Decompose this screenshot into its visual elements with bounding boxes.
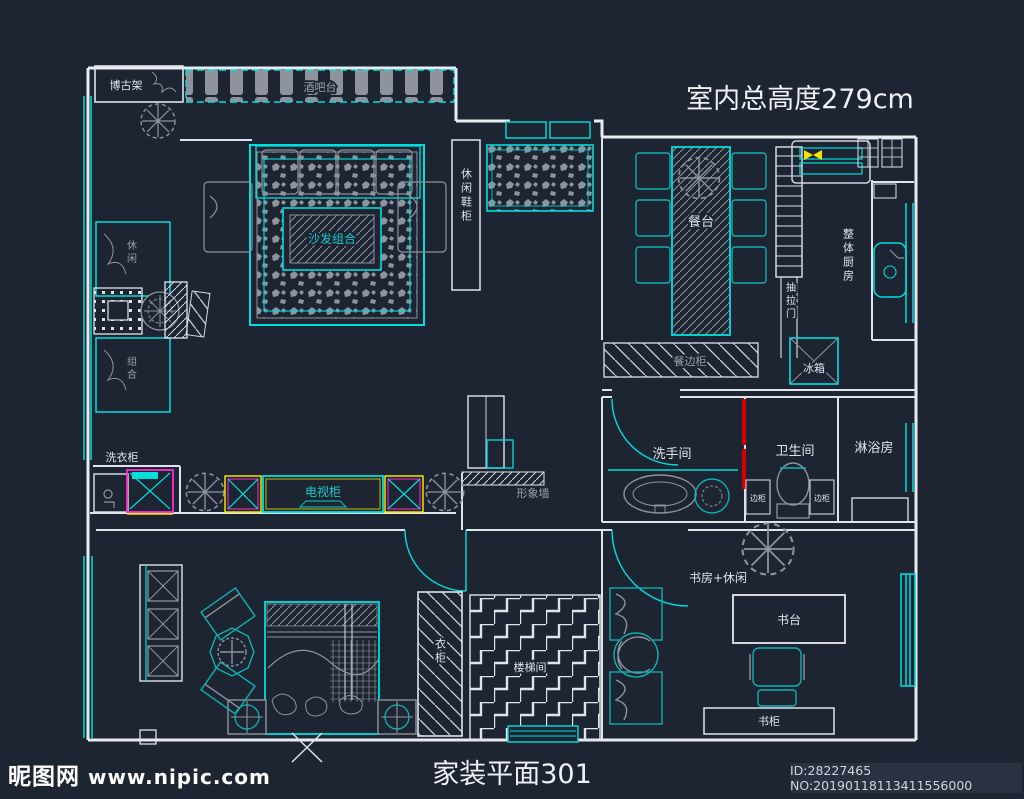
plant-icon (185, 472, 225, 512)
column-hatched (164, 281, 211, 339)
cabinet-right-label: 边柜 (814, 493, 830, 503)
stairwell: 楼梯间 (469, 594, 601, 743)
interior-walls (90, 137, 916, 740)
lounge-chair-top-label: 休闲 (125, 240, 137, 266)
dining-area: 餐台 餐边柜 抽拉门 (603, 146, 803, 378)
fridge-label: 冰箱 (803, 361, 825, 375)
tv-wall: 洗衣柜 电视柜 (93, 450, 465, 515)
sideboard-label: 餐边柜 (674, 354, 707, 368)
lounge-chair-bottom-label: 组合 (125, 355, 137, 382)
toilet-wall-red-marks (742, 399, 746, 489)
desk-label: 书台 (777, 612, 801, 627)
feature-wall-label: 形象墙 (517, 486, 550, 500)
display-shelf-label: 博古架 (110, 79, 143, 92)
pull-door: 抽拉门 (775, 146, 803, 358)
bar-counter-label: 酒吧台 (304, 80, 337, 94)
windows (83, 96, 916, 738)
tv-side-cabinet-right (384, 475, 424, 513)
washroom-label: 洗手间 (652, 447, 691, 462)
bar-counter: 酒吧台 (185, 69, 455, 103)
image-id-bar: ID:28227465 NO:20190118113411556000 (790, 763, 1022, 793)
tv-cabinet: 电视柜 (262, 475, 384, 513)
window-seat (139, 564, 183, 682)
wardrobe: 衣柜 (417, 591, 463, 737)
cushion-icon (147, 570, 179, 602)
bed (264, 601, 380, 735)
plant-icon (425, 472, 465, 512)
display-shelf: 博古架 (94, 65, 184, 139)
gas-valve-icon (804, 150, 822, 160)
living-room: 沙发组合 休闲 组合 (93, 144, 447, 413)
plant-icon (140, 103, 176, 139)
pull-door-label: 抽拉门 (784, 281, 796, 321)
sideboard: 餐边柜 (603, 342, 759, 378)
entry: 休闲鞋柜 (451, 121, 594, 291)
image-id-text: ID:28227465 NO:20190118113411556000 (790, 763, 973, 793)
wardrobe-label: 衣柜 (434, 637, 447, 666)
watermark-site-url: www.nipic.com (87, 765, 271, 789)
desk: 书台 (732, 594, 846, 644)
ceiling-height-note: 室内总高度279cm (686, 84, 914, 115)
feature-wall: 形象墙 (461, 395, 552, 502)
dining-table-label: 餐台 (688, 214, 714, 230)
bookcase: 书柜 (703, 707, 835, 735)
cushion-icon (147, 608, 179, 640)
desk-chair (749, 647, 805, 707)
cushion-icon (147, 645, 179, 677)
plan-title: 家装平面301 (432, 759, 592, 790)
kitchen: 整体厨房 冰箱 (789, 138, 907, 385)
shoe-cabinet: 休闲鞋柜 (451, 139, 481, 291)
tv-cabinet-label: 电视柜 (305, 484, 341, 499)
watermark: 昵图网 www.nipic.com (8, 757, 271, 791)
laundry-unit (126, 469, 174, 515)
cabinet-left-label: 边柜 (750, 493, 766, 503)
sofa-set-label: 沙发组合 (308, 231, 356, 246)
study-label: 书房+休闲 (689, 570, 747, 585)
study-room: 书房+休闲 书台 书柜 (609, 522, 846, 735)
coffee-table: 沙发组合 (282, 207, 382, 271)
watermark-site-name: 昵图网 (8, 764, 80, 790)
tv-side-cabinet-left (224, 475, 262, 513)
bedroom: 衣柜 (139, 529, 467, 763)
fridge: 冰箱 (789, 337, 839, 385)
laundry-cabinet-label: 洗衣柜 (106, 450, 139, 464)
sink (873, 242, 907, 298)
nightstands (227, 699, 417, 735)
study-armchairs (609, 587, 663, 725)
shower-room-label: 淋浴房 (854, 440, 893, 456)
toilet-fixture (776, 462, 810, 519)
toilet-room-label: 卫生间 (775, 444, 814, 459)
bedroom-chairs (200, 587, 256, 715)
bookcase-label: 书柜 (758, 715, 780, 728)
shoe-cabinet-label: 休闲鞋柜 (460, 168, 473, 224)
kitchen-label: 整体厨房 (842, 227, 855, 284)
bathrooms: 洗手间 卫生间 边柜 边柜 淋浴房 (608, 398, 909, 523)
study-snowflake-icon (741, 522, 795, 576)
stairwell-label: 楼梯间 (514, 660, 547, 674)
